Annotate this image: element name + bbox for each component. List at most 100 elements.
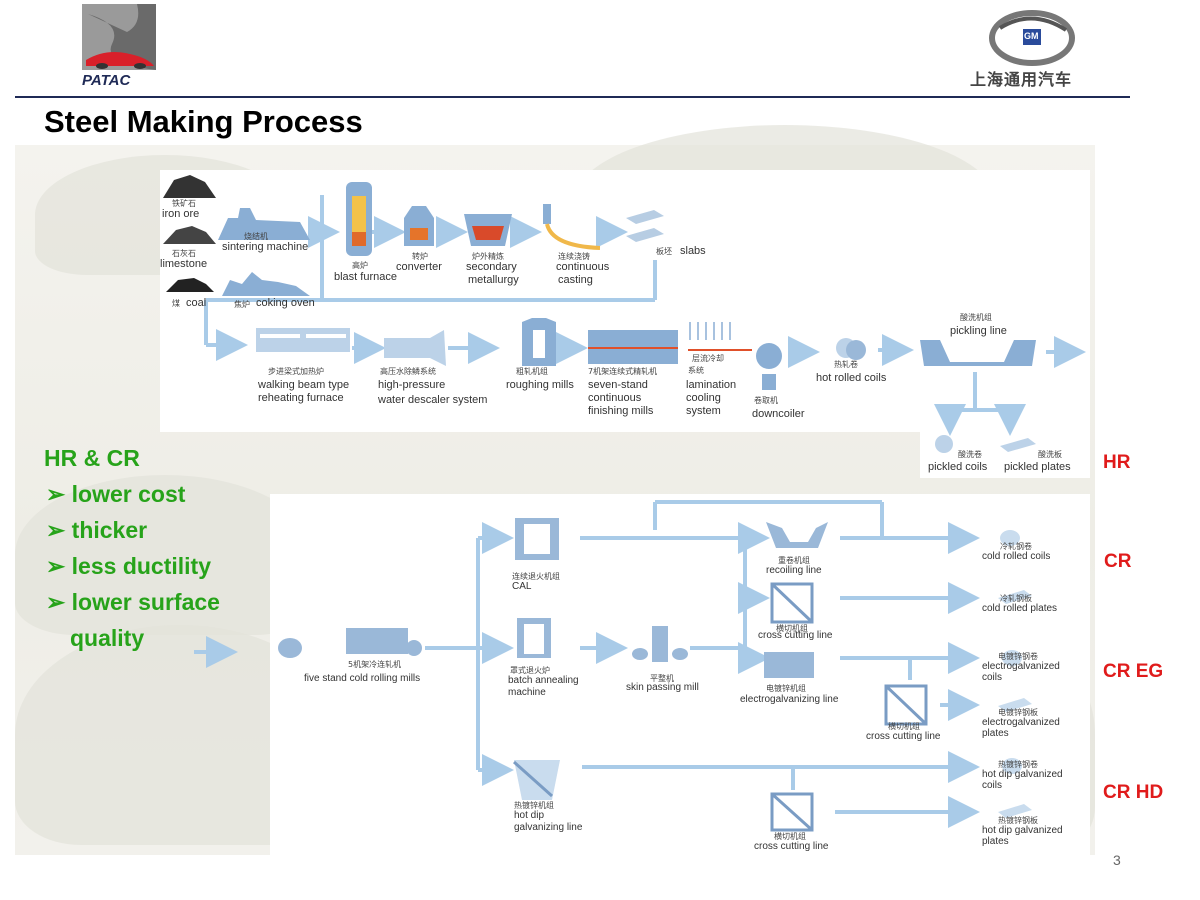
label-limestone: limestone <box>160 258 208 270</box>
label-walking-beam-cn: 步进梁式加热炉 <box>268 367 324 376</box>
label-cross2: cross cutting line <box>866 731 941 742</box>
label-finishing-mills: finishing mills <box>588 405 654 417</box>
label-cross1-cn: 横切机组 <box>776 624 808 633</box>
note-text-4: lower surface <box>71 589 220 615</box>
label-coal: coal <box>186 297 207 309</box>
label-reheating-furnace: reheating furnace <box>258 392 344 404</box>
label-cooling-cn2: 系统 <box>688 366 704 375</box>
label-descaler-cn: 高压水除鳞系统 <box>380 367 436 376</box>
label-slabs: slabs <box>680 245 706 257</box>
note-item-4: ➢ lower surface <box>46 589 220 615</box>
note-item-1: ➢ lower cost <box>46 481 186 507</box>
label-roughing-cn: 粗轧机组 <box>516 367 548 376</box>
label-skin: skin passing mill <box>626 682 699 693</box>
label-converter-cn: 转炉 <box>412 252 428 261</box>
note-item-3: ➢ less ductility <box>46 553 211 579</box>
label-cooling: cooling <box>686 392 721 404</box>
label-cold-mills-cn: 5机架冷连轧机 <box>348 660 402 669</box>
label-recoiling: recoiling line <box>766 565 822 576</box>
out-eg-plates: electrogalvanized <box>982 717 1060 728</box>
label-secondary: secondary <box>466 261 517 273</box>
patac-logo: PATAC <box>82 4 162 90</box>
label-finishing-cn: 7机架连续式精轧机 <box>588 367 658 376</box>
cold-process-panel <box>270 494 1090 856</box>
out-hd-plates-2: plates <box>982 836 1009 847</box>
label-hot-coils: hot rolled coils <box>816 372 887 384</box>
label-cross3-cn: 横切机组 <box>774 832 806 841</box>
label-blast-furnace-cn: 高炉 <box>352 261 368 270</box>
out-hd-coils-2: coils <box>982 780 1003 791</box>
label-galvanizing-line: galvanizing line <box>514 822 583 833</box>
label-hot-dip-cn: 热镀锌机组 <box>514 801 554 810</box>
label-machine: machine <box>508 687 546 698</box>
out-eg-plates-2: plates <box>982 728 1009 739</box>
label-cross1: cross cutting line <box>758 630 833 641</box>
label-continuous: continuous <box>556 261 610 273</box>
out-cr-plates: cold rolled plates <box>982 603 1058 614</box>
label-converter: converter <box>396 261 442 273</box>
label-limestone-cn: 石灰石 <box>172 249 196 258</box>
label-sintering-cn: 烧结机 <box>244 232 268 241</box>
label-walking-beam: walking beam type <box>258 379 350 391</box>
saic-gm-logo-text: 上海通用汽车 <box>970 70 1073 89</box>
note-text-1: lower cost <box>71 481 186 507</box>
label-cross2-cn: 横切机组 <box>888 722 920 731</box>
label-seven-stand: seven-stand <box>588 379 648 391</box>
note-text-3: less ductility <box>71 553 211 579</box>
note-text-2: thicker <box>71 517 148 543</box>
label-cross3: cross cutting line <box>754 841 829 852</box>
tag-cr: CR <box>1104 551 1132 572</box>
label-high-pressure: high-pressure <box>378 379 446 391</box>
label-cal: CAL <box>512 581 532 592</box>
label-pickled-coils: pickled coils <box>928 461 988 473</box>
label-electro-cn: 电镀锌机组 <box>766 684 806 693</box>
label-downcoiler-cn: 卷取机 <box>754 396 778 405</box>
label-skin-cn: 平整机 <box>650 674 674 683</box>
out-eg-plates-cn: 电镀锌钢板 <box>998 708 1038 717</box>
out-cr-coils-cn: 冷轧钢卷 <box>1000 542 1032 551</box>
out-hd-plates: hot dip galvanized <box>982 825 1063 836</box>
saic-gm-logo: GM 上海通用汽车 <box>970 8 1110 89</box>
header-divider <box>15 96 1130 98</box>
tag-cr-hd: CR HD <box>1103 782 1164 803</box>
label-secondary-cn: 炉外精炼 <box>472 252 504 261</box>
gm-badge: GM <box>1024 31 1039 41</box>
label-pickled-plates: pickled plates <box>1004 461 1071 473</box>
out-hd-coils-cn: 热镀锌钢卷 <box>998 760 1038 769</box>
label-coal-cn: 煤 <box>172 299 180 308</box>
out-eg-coils-2: coils <box>982 672 1003 683</box>
label-casting: casting <box>558 274 593 286</box>
label-downcoiler: downcoiler <box>752 408 805 420</box>
out-cr-coils: cold rolled coils <box>982 551 1051 562</box>
out-cr-plates-cn: 冷轧钢板 <box>1000 594 1032 603</box>
label-pickled-coils-cn: 酸洗卷 <box>958 450 982 459</box>
label-electro: electrogalvanizing line <box>740 694 839 705</box>
label-continuous-finishing: continuous <box>588 392 642 404</box>
note-item-2: ➢ thicker <box>46 517 148 543</box>
label-roughing: roughing mills <box>506 379 574 391</box>
label-batch-annealing: batch annealing <box>508 675 579 686</box>
label-hot-dip: hot dip <box>514 810 545 821</box>
label-slabs-cn: 板坯 <box>656 247 672 256</box>
label-recoiling-cn: 重卷机组 <box>778 556 810 565</box>
patac-logo-text: PATAC <box>82 72 131 89</box>
label-iron-ore-cn: 铁矿石 <box>172 199 196 208</box>
page-title: Steel Making Process <box>44 104 363 139</box>
label-casting-cn: 连续浇铸 <box>558 252 590 261</box>
out-eg-coils-cn: 电镀锌钢卷 <box>998 652 1038 661</box>
label-cold-mills: five stand cold rolling mills <box>304 673 421 684</box>
label-hot-coils-cn: 热轧卷 <box>834 360 858 369</box>
page-number: 3 <box>1113 852 1121 868</box>
label-blast-furnace: blast furnace <box>334 271 397 283</box>
label-cal-cn: 连续退火机组 <box>512 572 560 581</box>
label-water-descaler: water descaler system <box>378 394 488 406</box>
label-batch-cn: 罩式退火炉 <box>510 666 550 675</box>
out-eg-coils: electrogalvanized <box>982 661 1060 672</box>
label-system: system <box>686 405 721 417</box>
label-pickled-plates-cn: 酸洗板 <box>1038 450 1062 459</box>
label-sintering: sintering machine <box>222 241 309 253</box>
out-hd-coils: hot dip galvanized <box>982 769 1063 780</box>
label-coking-cn: 焦炉 <box>234 300 250 309</box>
label-lamination: lamination <box>686 379 737 391</box>
